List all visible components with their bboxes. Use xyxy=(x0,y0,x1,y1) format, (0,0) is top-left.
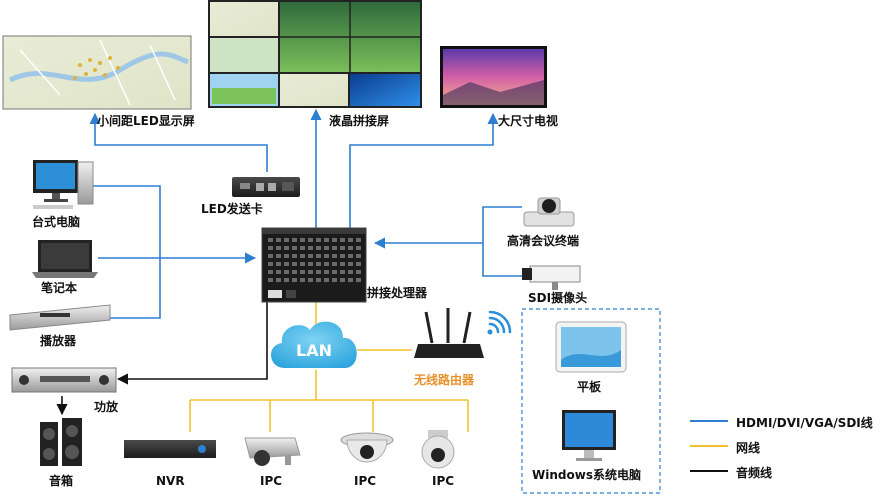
windows-pc xyxy=(562,410,616,461)
network-lines xyxy=(189,302,469,432)
line-to-tv xyxy=(349,112,499,228)
line-from-desktop xyxy=(92,185,161,258)
led-sending-card xyxy=(232,177,300,197)
laptop-label: 笔记本 xyxy=(41,281,78,295)
speakers xyxy=(40,418,82,466)
player-label: 播放器 xyxy=(40,334,77,348)
large-tv xyxy=(440,46,547,108)
wireless-router xyxy=(414,308,484,358)
hd-conf-label: 高清会议终端 xyxy=(507,234,580,248)
legend-label-network: 网线 xyxy=(736,441,761,455)
legend-label-video: HDMI/DVI/VGA/SDI线 xyxy=(736,416,873,430)
ipc1-label: IPC xyxy=(260,474,283,488)
wifi-icon xyxy=(487,310,512,335)
player-device xyxy=(9,304,111,331)
windows-pc-label: Windows系统电脑 xyxy=(532,468,641,482)
tablet xyxy=(555,321,627,373)
router-label: 无线路由器 xyxy=(414,373,475,387)
amplifier xyxy=(11,367,117,393)
ipc2-label: IPC xyxy=(354,474,377,488)
nvr-label: NVR xyxy=(156,474,185,488)
audio-processor-amp xyxy=(116,302,268,385)
speaker-label: 音箱 xyxy=(49,474,74,488)
lan-cloud: LAN xyxy=(271,321,357,368)
lcd-video-wall xyxy=(208,0,422,108)
lan-label: LAN xyxy=(296,341,332,360)
laptop xyxy=(32,240,98,278)
sdi-camera xyxy=(522,265,581,290)
ipc3-label: IPC xyxy=(432,474,455,488)
legend-label-audio: 音频线 xyxy=(736,466,773,480)
line-from-conf-cam xyxy=(482,206,522,243)
desktop-label: 台式电脑 xyxy=(32,215,81,229)
led-screen-label: 小间距LED显示屏 xyxy=(97,114,195,128)
led-screen xyxy=(2,35,192,110)
lcd-wall-label: 液晶拼接屏 xyxy=(329,114,390,128)
ipc-bullet-camera xyxy=(244,437,301,466)
ipc-ptz-camera xyxy=(421,430,455,469)
line-to-led-screen xyxy=(89,112,268,172)
ipc-dome-camera xyxy=(340,432,394,463)
sdi-cam-label: SDI摄像头 xyxy=(528,291,588,305)
tablet-label: 平板 xyxy=(577,380,602,394)
processor-label: 拼接处理器 xyxy=(367,286,428,300)
audio-lines xyxy=(56,302,268,416)
desktop-pc xyxy=(33,160,94,209)
amp-label: 功放 xyxy=(94,400,119,414)
splicing-processor xyxy=(261,227,367,303)
video-lines xyxy=(89,108,522,319)
hd-conference-camera xyxy=(523,197,575,227)
nvr-device xyxy=(124,440,216,458)
line-from-sdi-cam xyxy=(482,243,522,277)
legend xyxy=(690,420,728,472)
tv-label: 大尺寸电视 xyxy=(498,114,559,128)
line-from-player xyxy=(110,258,161,319)
led-card-label: LED发送卡 xyxy=(201,202,263,216)
